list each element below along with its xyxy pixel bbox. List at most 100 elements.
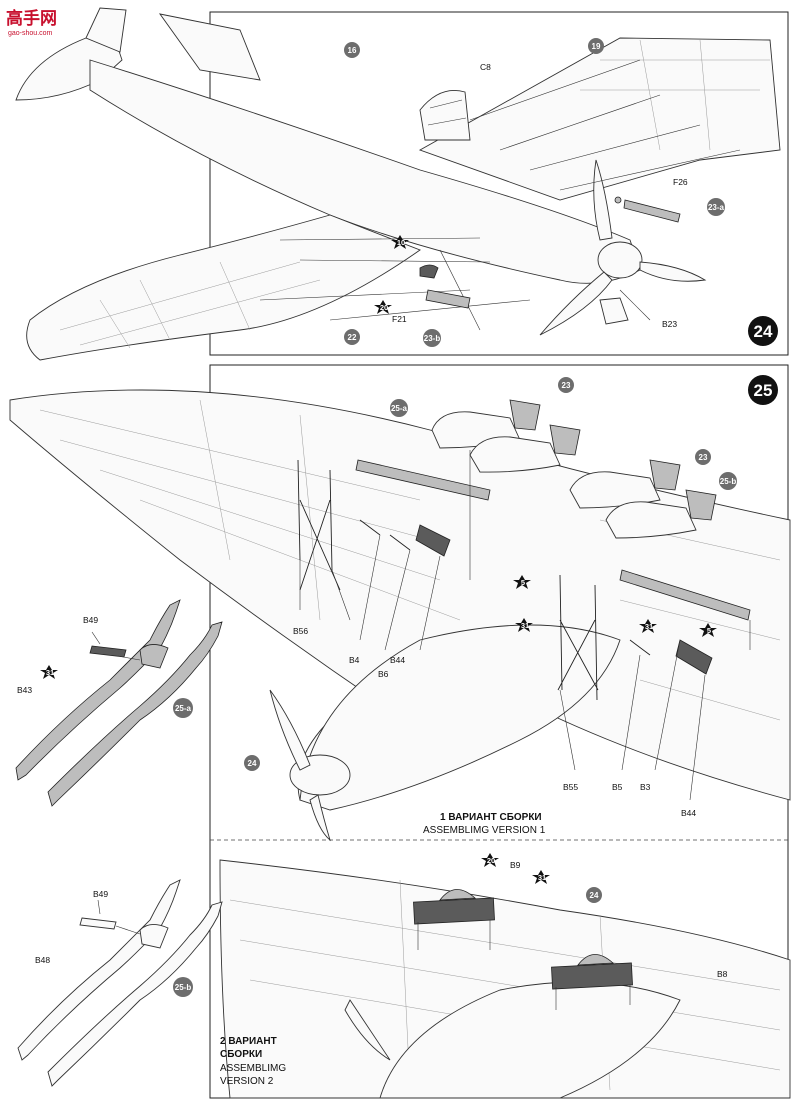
label-b43: B43 [17,685,32,695]
version-2-ru-1: 2 ВАРИАНТ [220,1036,277,1047]
label-f21: F21 [392,314,407,324]
label-b9: B9 [510,860,521,870]
spinner [597,241,643,279]
star-5-b: 5 [707,626,711,635]
part-b49-b [79,917,117,930]
callout-23-1: 23 [562,381,571,390]
label-b4: B4 [349,655,360,665]
prop-blade-bottom [539,271,613,336]
step-number-25: 25 [754,381,773,400]
star-31-c: 31 [538,873,546,882]
star-31-a: 31 [521,621,529,630]
label-b48: B48 [35,955,50,965]
label-b44-a: B44 [390,655,405,665]
cover-b8-hump [577,954,614,966]
watermark-subtitle: gao-shou.com [8,30,53,37]
star-31-sub: 31 [46,668,54,677]
step-25-aircraft-v1 [9,389,791,842]
step-24-labels: C8 F26 F21 B23 [392,62,688,329]
star-5-a: 5 [521,578,525,587]
part-f21 [419,264,439,279]
fuselage-v1 [299,624,621,811]
version-2-ru-2: СБОРКИ [220,1049,262,1060]
version-1-ru: 1 ВАРИАНТ СБОРКИ [440,812,542,823]
step-24-frame [209,11,789,356]
callout-25b: 25-b [175,983,192,992]
bombs [431,399,717,539]
callout-16: 16 [348,46,357,55]
part-f26 [614,196,622,204]
step-24-aircraft [15,7,781,361]
callout-22: 22 [348,333,357,342]
label-b44-b: B44 [681,808,696,818]
step-25-guidelines [299,450,751,801]
subassembly-25b: 25-b B49 B48 [17,879,223,1087]
step-number-24: 24 [754,322,773,341]
prop-blade-top [593,159,613,241]
watermark-title: 高手网 [6,8,57,29]
callout-24-main: 24 [248,759,257,768]
callout-23a: 23-a [708,203,725,212]
tail-fin [85,7,127,53]
label-b8: B8 [717,969,728,979]
fork-b-left-arm [17,879,181,1061]
prop-v2-a [344,999,391,1061]
callout-23b: 23-b [424,334,441,343]
step-25-labels: B56 B4 B6 B44 B55 B5 B3 B44 B9 B8 [293,626,728,979]
fork-b-hub [139,924,169,949]
step-25-stars: 5 31 31 5 20 31 [481,575,717,884]
callout-19: 19 [592,42,601,51]
prop-v1-b [309,794,331,842]
label-b3: B3 [640,782,651,792]
label-b5: B5 [612,782,623,792]
callout-24-v2: 24 [590,891,599,900]
right-wing [418,37,781,201]
cover-b9 [413,897,495,925]
right-wing-panels [580,39,770,151]
left-wing-panels [59,261,321,349]
callout-23-2: 23 [699,453,708,462]
part-b23 [599,297,629,325]
label-f26: F26 [673,177,688,187]
callout-25a: 25-a [175,704,192,713]
bomb-racks [297,459,751,701]
version-1-caption: 1 ВАРИАНТ СБОРКИ ASSEMBLIMG VERSION 1 [423,812,546,836]
step-25-callouts: 25 25-a 23 23 25-b 24 24 [244,375,778,903]
label-b6: B6 [378,669,389,679]
part-23a [623,199,681,223]
left-wing [26,214,421,361]
canopy-c8 [419,90,471,141]
subassembly-25a: 25-a B49 B43 31 [15,599,223,807]
label-c8: C8 [480,62,491,72]
watermark-logo: 高手网 gao-shou.com [6,8,57,37]
version-2-en-2: VERSION 2 [220,1076,274,1087]
star-20: 20 [380,303,388,312]
star-31-b: 31 [645,622,653,631]
callout-25a-top: 25-a [391,404,408,413]
prop-v1-a [269,689,311,771]
cover-b8 [551,962,633,990]
fork-right-arm [47,621,223,807]
label-b55: B55 [563,782,578,792]
cover-b9-hump [439,889,476,901]
part-b49-a [89,645,127,658]
fork-left-arm [15,599,181,781]
part-23b [425,289,471,309]
label-b49-a: B49 [83,615,98,625]
step-24-callouts: 16 19 22 23-a 23-b 24 [344,38,778,347]
star-10: 10 [397,238,405,247]
callout-25b-top: 25-b [720,477,737,486]
version-1-en: ASSEMBLIMG VERSION 1 [423,825,546,836]
label-b56: B56 [293,626,308,636]
star-20: 20 [487,856,495,865]
tail-plane-right [158,13,261,81]
label-b49-b: B49 [93,889,108,899]
version-2-en-1: ASSEMBLIMG [220,1063,286,1074]
step-25-panel: 25 25-a 23 23 25-b 24 24 B56 B4 B6 B44 B… [9,364,791,1099]
prop-blade-right [639,261,707,282]
step-25-aircraft-v2 [219,859,791,1099]
fork-hub [139,644,169,669]
label-b23: B23 [662,319,677,329]
step-24-panel: 16 19 22 23-a 23-b 24 C8 F26 F21 B23 10 … [15,7,789,361]
